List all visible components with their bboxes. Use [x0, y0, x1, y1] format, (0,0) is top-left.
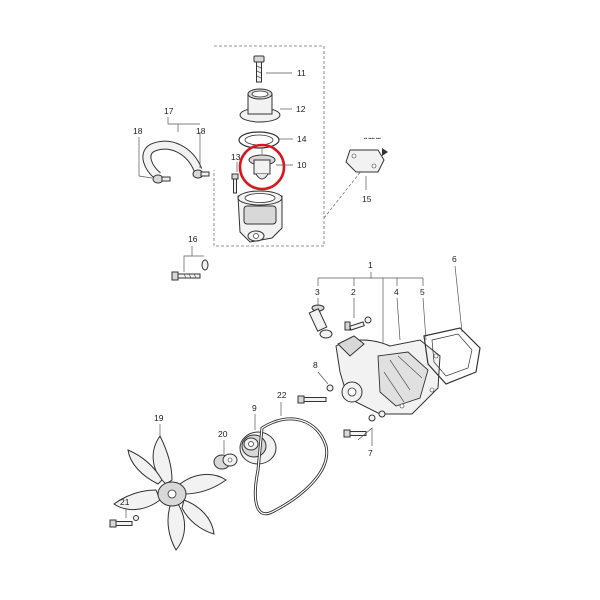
callout-4: 4: [394, 287, 399, 297]
part-6-gasket: [423, 327, 481, 385]
callout-9: 9: [252, 403, 257, 413]
water-pump-body: [335, 335, 441, 415]
callout-2: 2: [351, 287, 356, 297]
callout-17: 17: [164, 106, 174, 116]
part-10-thermostat: [248, 148, 276, 180]
callout-15: 15: [362, 194, 372, 204]
callout-11: 11: [297, 68, 306, 78]
callout-3: 3: [315, 287, 320, 297]
callout-5: 5: [420, 287, 425, 297]
part-21-bolt: [109, 515, 139, 528]
part-3-sensor: [308, 304, 333, 339]
highlight-circle-part-10: [238, 143, 286, 191]
part-19-fan: [113, 435, 227, 551]
callout-7: 7: [368, 448, 373, 458]
part-7-bolt: [343, 410, 386, 438]
thermostat-housing: [237, 190, 283, 243]
callout-13: 13: [231, 152, 241, 162]
callout-12: 12: [296, 104, 306, 114]
callout-8: 8: [313, 360, 318, 370]
callout-1: 1: [368, 260, 373, 270]
callout-20: 20: [218, 429, 228, 439]
part-15-note: •• •••• •••: [364, 136, 381, 141]
callout-21: 21: [120, 497, 130, 507]
callout-14: 14: [297, 134, 307, 144]
part-8-bolt: [297, 384, 334, 404]
part-17-hose: [142, 140, 203, 180]
group-box-thermostat: [213, 45, 325, 247]
part-15-cover: [345, 148, 388, 173]
callout-18-right: 18: [196, 126, 206, 136]
part-18-clamp-left: [152, 174, 171, 184]
callout-6: 6: [452, 254, 457, 264]
callout-19: 19: [154, 413, 164, 423]
callout-18-left: 18: [133, 126, 143, 136]
part-2-stud: [344, 316, 372, 331]
callout-22: 22: [277, 390, 287, 400]
part-18-clamp-right: [192, 169, 210, 179]
part-13-bolt: [231, 173, 239, 194]
part-20-spacer: [213, 453, 238, 470]
part-16-bolt: [171, 259, 209, 281]
part-11-bolt: [253, 55, 265, 83]
callout-16: 16: [188, 234, 198, 244]
callout-10: 10: [297, 160, 307, 170]
group-dash-15: [323, 169, 363, 219]
part-12-outlet: [239, 88, 281, 123]
